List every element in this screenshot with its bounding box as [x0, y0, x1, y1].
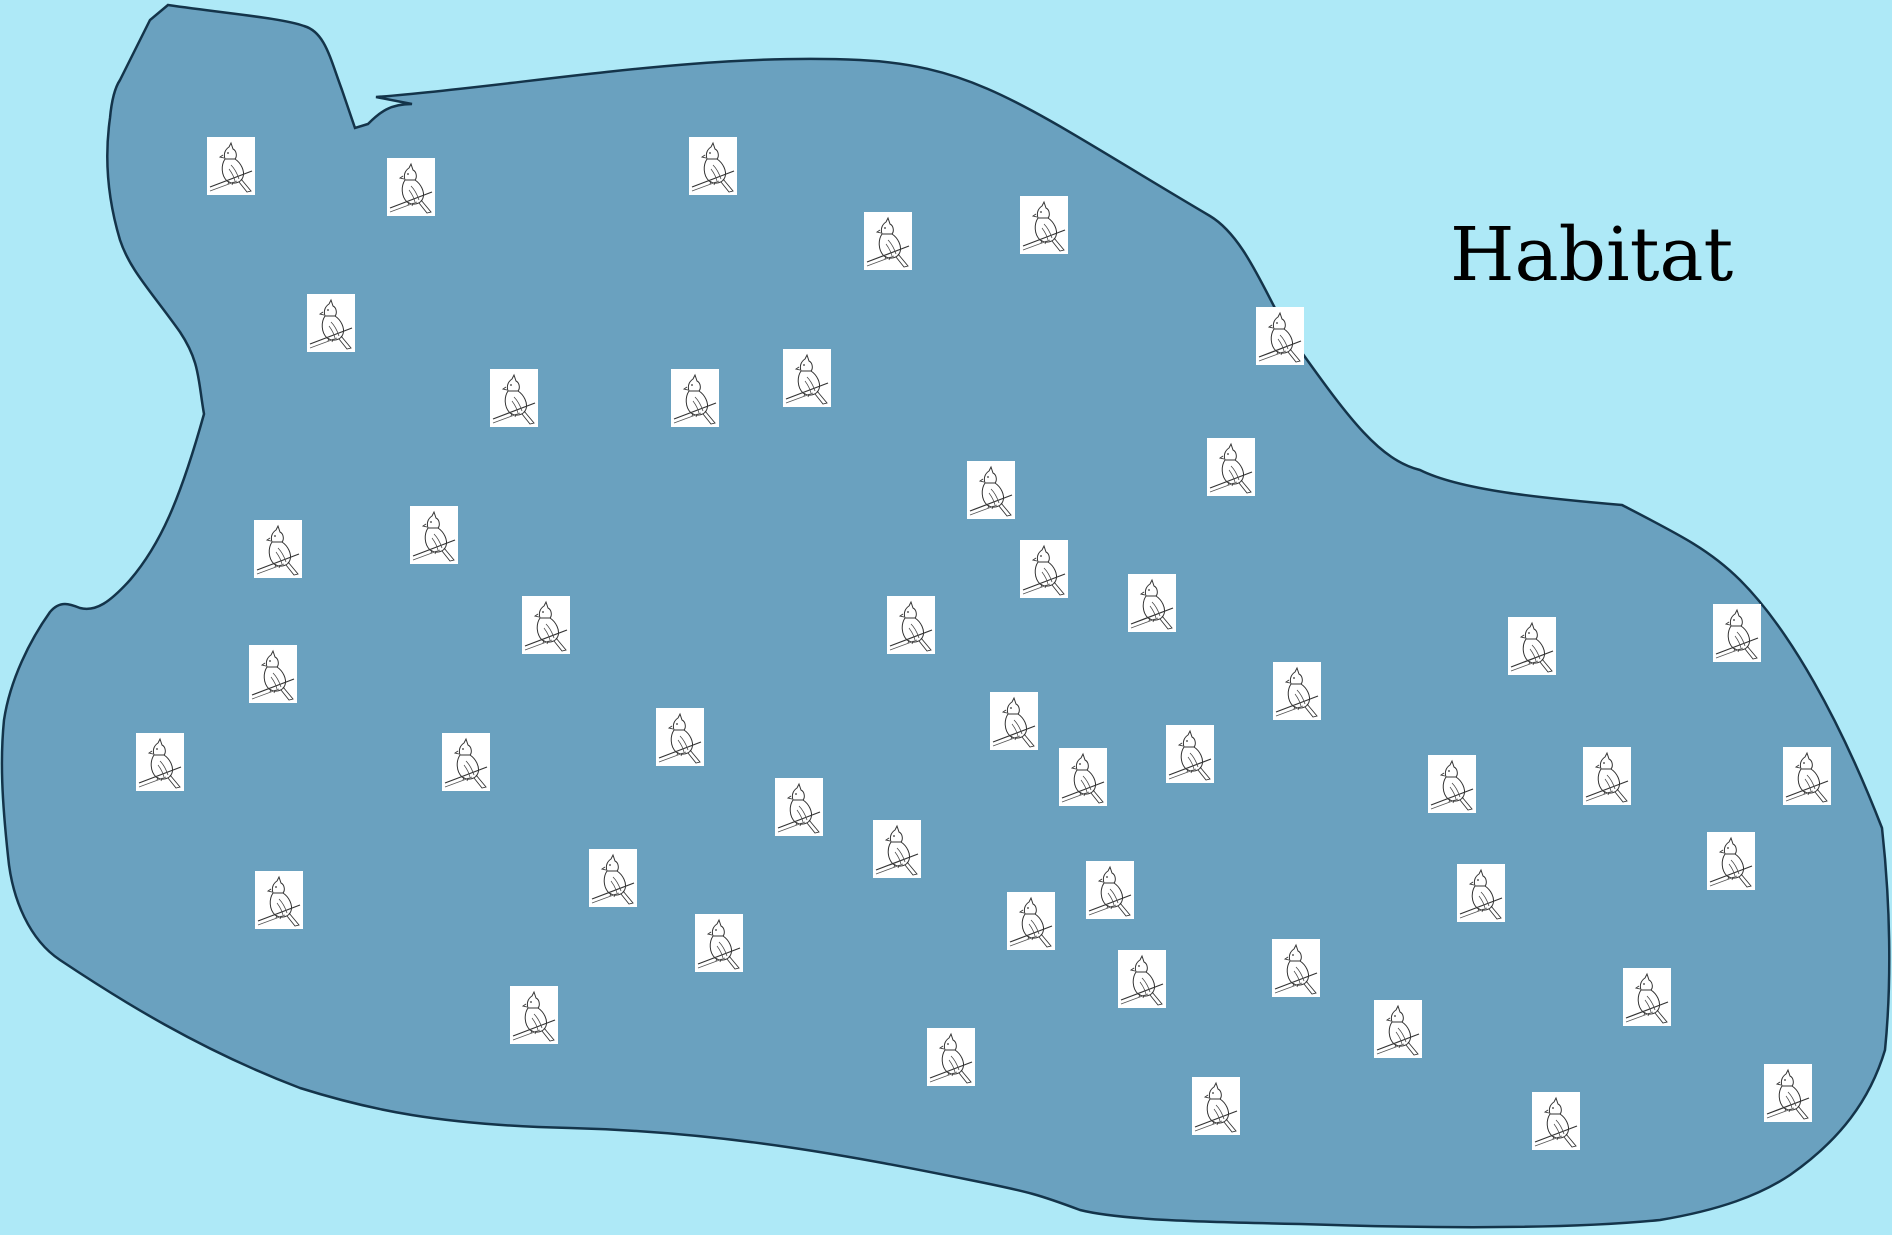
cardinal-bird-icon	[254, 520, 302, 578]
cardinal-bird-icon	[1166, 725, 1214, 783]
cardinal-bird-icon	[864, 212, 912, 270]
cardinal-bird-icon	[1457, 864, 1505, 922]
cardinal-bird-icon	[656, 708, 704, 766]
cardinal-bird-icon	[207, 137, 255, 195]
cardinal-bird-icon	[510, 986, 558, 1044]
cardinal-bird-icon	[1783, 747, 1831, 805]
cardinal-bird-icon	[689, 137, 737, 195]
cardinal-bird-icon	[387, 158, 435, 216]
cardinal-bird-icon	[873, 820, 921, 878]
cardinal-bird-icon	[410, 506, 458, 564]
cardinal-bird-icon	[1192, 1077, 1240, 1135]
cardinal-bird-icon	[490, 369, 538, 427]
cardinal-bird-icon	[671, 369, 719, 427]
cardinal-bird-icon	[1256, 307, 1304, 365]
cardinal-bird-icon	[1272, 939, 1320, 997]
cardinal-bird-icon	[1020, 540, 1068, 598]
cardinal-bird-icon	[442, 733, 490, 791]
cardinal-bird-icon	[695, 914, 743, 972]
cardinal-bird-icon	[990, 692, 1038, 750]
cardinal-bird-icon	[783, 349, 831, 407]
cardinal-bird-icon	[307, 294, 355, 352]
cardinal-bird-icon	[927, 1028, 975, 1086]
cardinal-bird-icon	[967, 461, 1015, 519]
cardinal-bird-icon	[1713, 604, 1761, 662]
cardinal-bird-icon	[136, 733, 184, 791]
cardinal-bird-icon	[775, 778, 823, 836]
cardinal-bird-icon	[1207, 438, 1255, 496]
cardinal-bird-icon	[522, 596, 570, 654]
diagram-title: Habitat	[1450, 218, 1733, 292]
cardinal-bird-icon	[1020, 196, 1068, 254]
cardinal-bird-icon	[1428, 755, 1476, 813]
cardinal-bird-icon	[1086, 861, 1134, 919]
cardinal-bird-icon	[1532, 1092, 1580, 1150]
cardinal-bird-icon	[1707, 832, 1755, 890]
cardinal-bird-icon	[1374, 1000, 1422, 1058]
cardinal-bird-icon	[1007, 892, 1055, 950]
cardinal-bird-icon	[1583, 747, 1631, 805]
cardinal-bird-icon	[1508, 617, 1556, 675]
cardinal-bird-icon	[1059, 748, 1107, 806]
cardinal-bird-icon	[1118, 950, 1166, 1008]
cardinal-bird-icon	[589, 849, 637, 907]
cardinal-bird-icon	[1273, 662, 1321, 720]
cardinal-bird-icon	[1128, 574, 1176, 632]
cardinal-bird-icon	[1623, 968, 1671, 1026]
cardinal-bird-icon	[255, 871, 303, 929]
cardinal-bird-icon	[249, 645, 297, 703]
cardinal-bird-icon	[1764, 1064, 1812, 1122]
cardinal-bird-icon	[887, 596, 935, 654]
